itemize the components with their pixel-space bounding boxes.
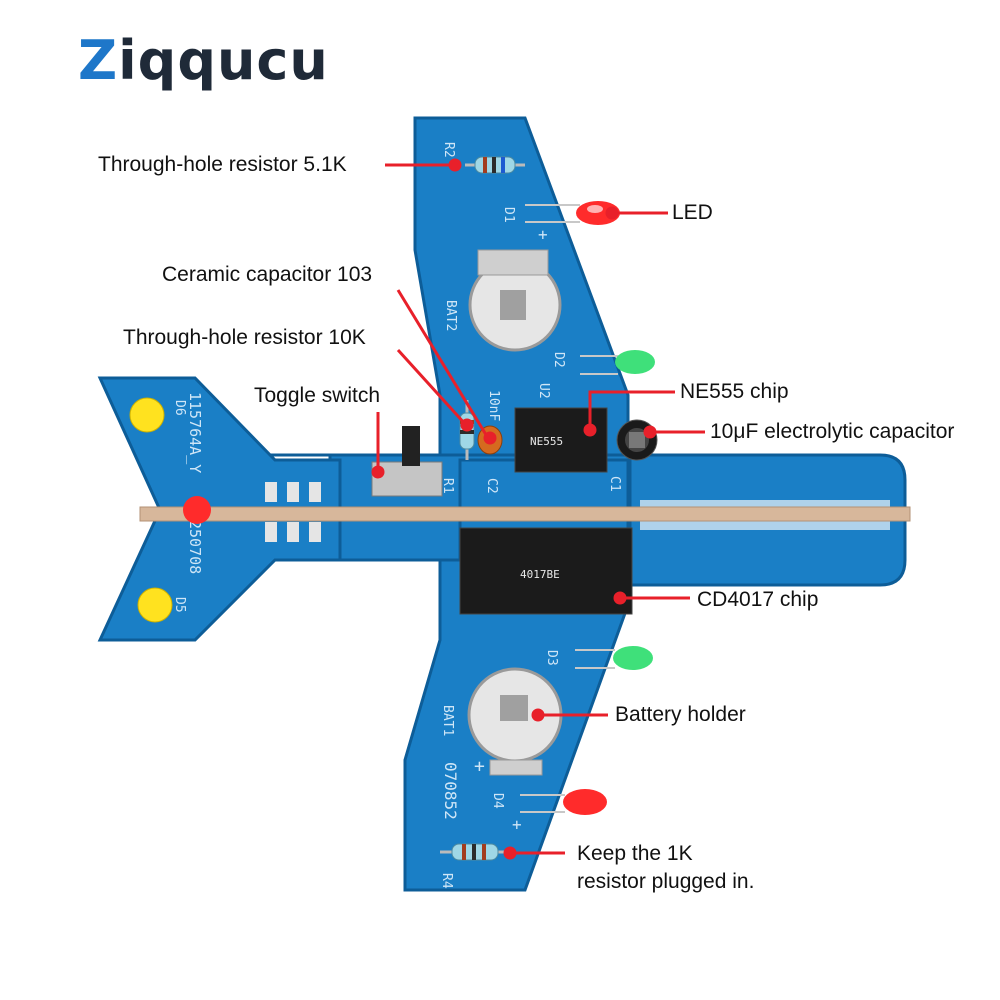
brand-rest: iqqucu	[118, 29, 329, 92]
callout-toggle-switch: Toggle switch	[254, 384, 381, 407]
callout-lines	[371, 158, 705, 860]
brand-logo: Ziqqucu	[78, 34, 329, 88]
silk-cap-value: 10nF	[486, 390, 501, 421]
silk-r1: R1	[440, 478, 455, 494]
silk-bat2: BAT2	[443, 300, 458, 331]
silk-plus-d1: +	[538, 225, 548, 244]
silk-c2: C2	[484, 478, 499, 494]
callout-ceramic-capacitor: Ceramic capacitor 103	[162, 263, 373, 286]
callout-keep-1k: Keep the 1K resistor plugged in.	[577, 840, 754, 897]
silk-d1: D1	[501, 207, 516, 223]
battery-holder-bat2	[468, 249, 562, 352]
callout-led: LED	[672, 201, 713, 224]
silk-serial-115764: 115764A_Y	[186, 392, 204, 473]
led-d5-yellow	[137, 587, 173, 623]
silk-d5: D5	[172, 597, 187, 613]
silk-serial-070852: 070852	[441, 762, 460, 820]
silk-r2: R2	[441, 142, 456, 158]
tail-pads	[265, 482, 321, 542]
callout-ne555: NE555 chip	[680, 380, 789, 403]
led-tail-red	[183, 496, 211, 524]
callout-cd4017: CD4017 chip	[697, 588, 819, 611]
silk-serial-250708: 250708	[186, 520, 204, 574]
silk-d6: D6	[172, 400, 187, 416]
ne555-chip-marking: NE555	[530, 435, 563, 448]
battery-holder-bat1	[467, 667, 563, 776]
led-d2-green	[580, 350, 655, 375]
silk-c1: C1	[607, 476, 622, 492]
callout-keep-1k-line2: resistor plugged in.	[577, 870, 755, 894]
resistor-r2	[465, 156, 525, 174]
silk-u2: U2	[536, 383, 551, 399]
silk-d4: D4	[490, 793, 505, 809]
callout-battery-holder: Battery holder	[615, 703, 746, 726]
cd4017-chip: 4017BE	[459, 527, 633, 615]
wooden-stick	[139, 506, 911, 522]
brand-letter-z: Z	[78, 29, 119, 92]
silk-bat1: BAT1	[440, 705, 455, 736]
silk-d3: D3	[544, 650, 559, 666]
led-d1-red	[525, 201, 620, 225]
led-d6-yellow	[129, 397, 165, 433]
cd4017-chip-marking: 4017BE	[520, 568, 560, 581]
silk-plus-bat1: +	[474, 756, 485, 777]
ne555-chip: NE555	[514, 407, 608, 473]
callout-resistor-10k: Through-hole resistor 10K	[123, 326, 366, 349]
silk-d2: D2	[551, 352, 566, 368]
callout-electrolytic: 10μF electrolytic capacitor	[710, 420, 955, 443]
callout-keep-1k-line1: Keep the 1K	[577, 842, 693, 865]
silk-r4: R4	[439, 873, 454, 889]
toggle-switch	[371, 426, 443, 497]
silk-plus-d4: +	[512, 815, 522, 834]
callout-resistor-5k1: Through-hole resistor 5.1K	[98, 153, 347, 176]
resistor-r4	[440, 843, 510, 861]
led-d3-green	[575, 646, 653, 670]
led-d4-red	[520, 789, 607, 815]
